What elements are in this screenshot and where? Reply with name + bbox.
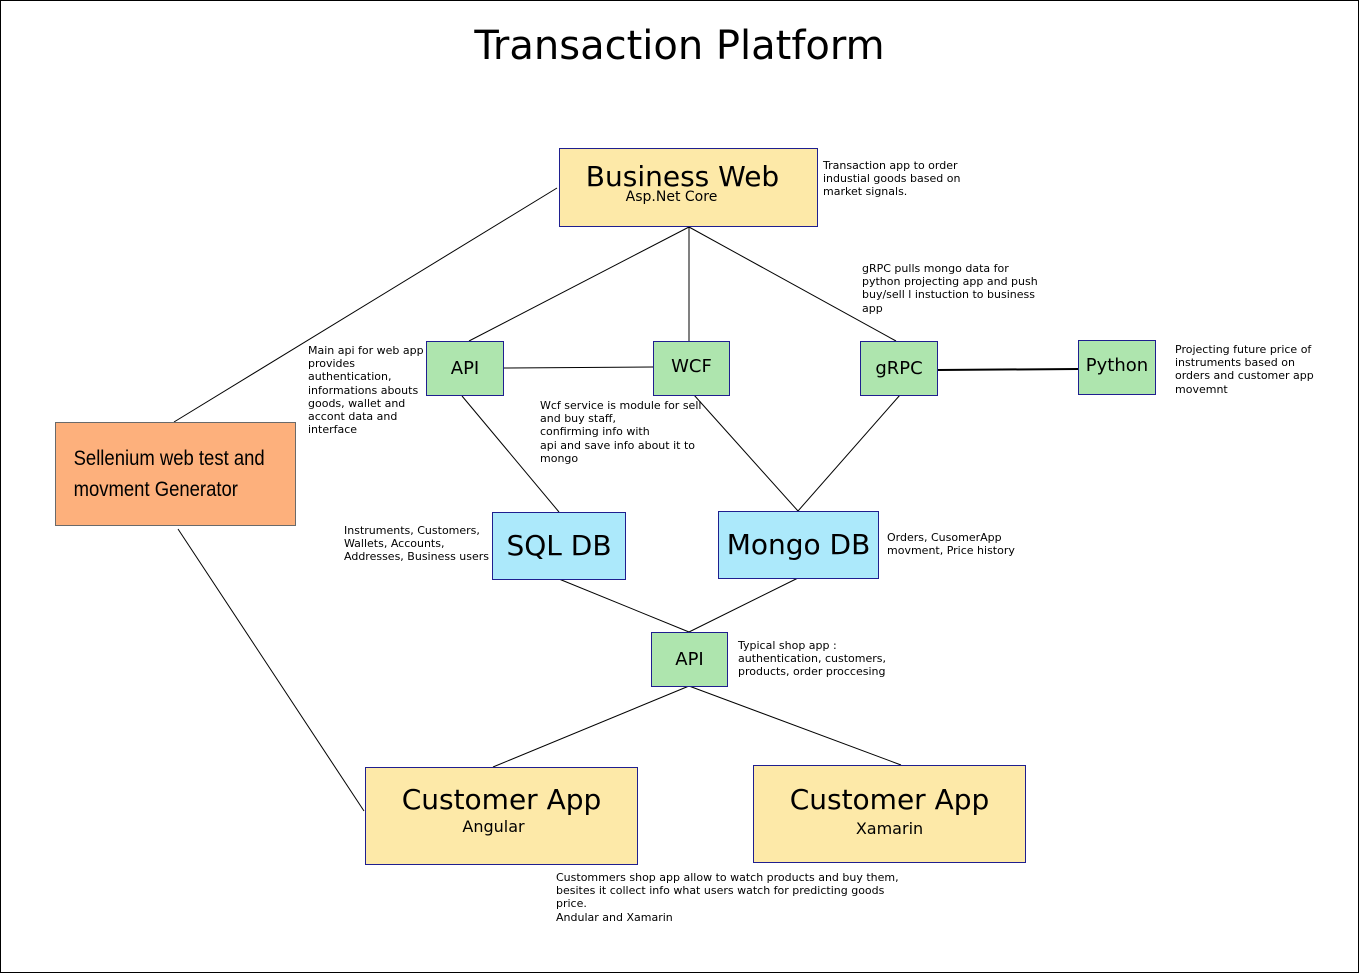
edge-apibottom-customerangular	[492, 685, 690, 768]
node-api-top: API	[426, 341, 504, 396]
note-wcf: Wcf service is module for sell and buy s…	[540, 399, 702, 465]
edge-apibottom-customerxamarin	[688, 685, 902, 766]
note-api-top: Main api for web app provides authentica…	[308, 344, 424, 437]
node-customer-app-xamarin-label: Customer App	[789, 783, 990, 816]
node-grpc-label: gRPC	[875, 357, 923, 379]
node-mongo-db-label: Mongo DB	[726, 528, 871, 561]
node-customer-app-angular-sublabel: Angular	[462, 817, 525, 836]
node-sql-db: SQL DB	[492, 512, 626, 580]
node-business-web: Business Web Asp.Net Core	[559, 148, 818, 227]
node-python-label: Python	[1085, 355, 1149, 376]
node-customer-app-xamarin-sublabel: Xamarin	[855, 819, 924, 838]
node-customer-app-xamarin: Customer App Xamarin	[753, 765, 1026, 863]
node-business-web-label: Business Web	[585, 160, 780, 193]
node-selenium-label: Sellenium web test and movment Generator	[73, 447, 265, 501]
note-sql-db: Instruments, Customers, Wallets, Account…	[344, 524, 490, 564]
node-mongo-db: Mongo DB	[718, 511, 879, 579]
node-selenium: Sellenium web test and movment Generator	[55, 422, 296, 526]
edge-selenium-customerangular	[177, 528, 365, 812]
edge-wcf-mongodb	[693, 394, 799, 512]
note-mongo-db: Orders, CusomerApp movment, Price histor…	[887, 531, 1015, 558]
edge-businessweb-grpc	[688, 226, 897, 342]
page-title: Transaction Platform	[474, 23, 885, 69]
node-customer-app-angular-label: Customer App	[401, 783, 602, 816]
edge-sqldb-apibottom	[558, 578, 690, 633]
node-python: Python	[1078, 340, 1156, 395]
note-grpc: gRPC pulls mongo data for python project…	[862, 262, 1038, 315]
note-customer-apps: Custommers shop app allow to watch produ…	[556, 871, 899, 924]
edge-api-wcf	[503, 366, 654, 369]
edge-grpc-mongodb	[797, 394, 901, 512]
node-api-bottom: API	[651, 632, 728, 687]
edge-grpc-python	[937, 368, 1079, 371]
edge-businessweb-selenium	[173, 187, 558, 423]
node-api-bottom-label: API	[675, 648, 704, 670]
node-business-web-sublabel: Asp.Net Core	[625, 189, 718, 205]
node-wcf: WCF	[653, 341, 730, 396]
note-business-web: Transaction app to order industial goods…	[823, 159, 961, 199]
note-python: Projecting future price of instruments b…	[1175, 343, 1314, 396]
node-api-top-label: API	[450, 357, 480, 379]
note-api-bottom: Typical shop app : authentication, custo…	[738, 639, 886, 679]
node-sql-db-label: SQL DB	[506, 529, 612, 562]
edge-mongodb-apibottom	[688, 577, 799, 633]
edge-api-sqldb	[461, 395, 560, 513]
node-customer-app-angular: Customer App Angular	[365, 767, 638, 865]
node-grpc: gRPC	[860, 341, 938, 396]
node-wcf-label: WCF	[671, 355, 712, 377]
edge-businessweb-api	[468, 226, 690, 342]
